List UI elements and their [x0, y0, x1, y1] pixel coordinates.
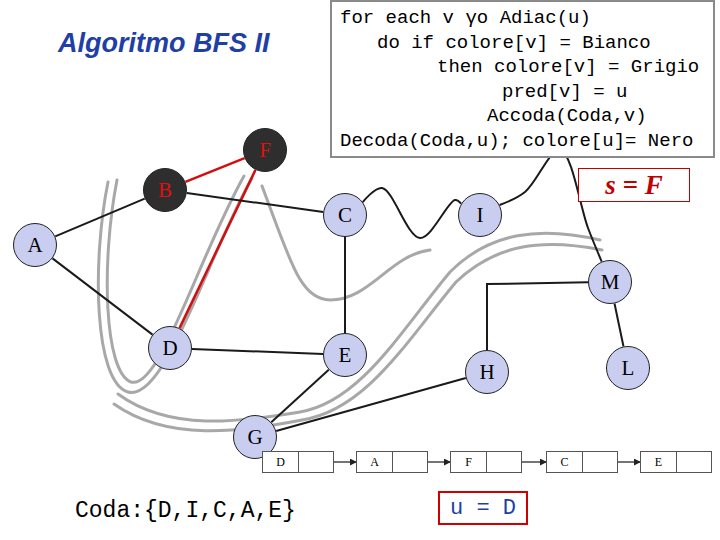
node-text: u = D	[450, 496, 516, 521]
vertex: C	[323, 193, 367, 237]
vertex: H	[465, 350, 509, 394]
node-text: H	[479, 360, 494, 385]
source-box: s = F	[578, 168, 690, 202]
graph-edge	[615, 304, 624, 347]
graph-edge	[344, 237, 346, 333]
node-text: L	[622, 356, 635, 381]
node-text: F	[259, 138, 271, 163]
tree-edge	[185, 158, 244, 182]
code-box: for each v γo Adiac(u)do if colore[v] = …	[330, 0, 715, 158]
frontier-curve	[98, 178, 252, 393]
graph-edge	[363, 188, 461, 238]
node-text: A	[357, 455, 392, 470]
list-cell: D	[262, 451, 334, 473]
frontier-curve	[114, 244, 602, 430]
node-text: then colore[v] = Grigio	[332, 55, 713, 80]
node-text: D	[263, 455, 298, 470]
node-text: Accoda(Coda,v)	[332, 104, 713, 129]
graph-edge	[276, 378, 466, 431]
list-pointer	[618, 461, 640, 462]
node-text: M	[601, 270, 620, 295]
graph-edge	[55, 199, 144, 237]
node-text: pred[v] = u	[332, 80, 713, 105]
node-text: A	[27, 233, 42, 258]
node-text: F	[451, 455, 486, 470]
node-text: B	[158, 178, 172, 203]
graph-edge	[192, 349, 323, 354]
vertex: E	[323, 333, 367, 377]
node-text: E	[339, 343, 352, 368]
vertex-black: F	[243, 128, 287, 172]
graph-edge	[487, 282, 588, 350]
list-cell: F	[450, 451, 522, 473]
list-pointer	[428, 461, 450, 462]
current-vertex-box: u = D	[438, 491, 528, 525]
node-text: D	[162, 336, 177, 361]
slide-title: Algoritmo BFS II	[58, 28, 270, 59]
node-text: for each v γo Adiac(u)	[332, 6, 713, 31]
node-text: C	[547, 455, 582, 470]
graph-edge	[187, 193, 323, 212]
list-pointer	[334, 461, 356, 462]
node-text: E	[641, 455, 676, 470]
queue-content: Coda:{D,I,C,A,E}	[75, 498, 296, 524]
vertex: L	[606, 346, 650, 390]
list-cell: A	[356, 451, 428, 473]
node-text: s = F	[605, 170, 662, 201]
vertex: A	[13, 223, 57, 267]
node-text: do if colore[v] = Bianco	[332, 31, 713, 56]
vertex: I	[458, 193, 502, 237]
graph-edge	[52, 258, 152, 334]
vertex-black: B	[143, 168, 187, 212]
list-pointer	[522, 461, 546, 462]
list-cell: E	[640, 451, 712, 473]
list-cell: C	[546, 451, 618, 473]
node-text: G	[247, 425, 262, 450]
node-text: I	[477, 203, 484, 228]
vertex: D	[148, 326, 192, 370]
node-text: Decoda(Coda,u); colore[u]= Nero	[332, 129, 713, 154]
node-text: C	[338, 203, 352, 228]
vertex: M	[588, 260, 632, 304]
graph-edge	[500, 150, 602, 262]
graph-edge	[271, 370, 328, 422]
